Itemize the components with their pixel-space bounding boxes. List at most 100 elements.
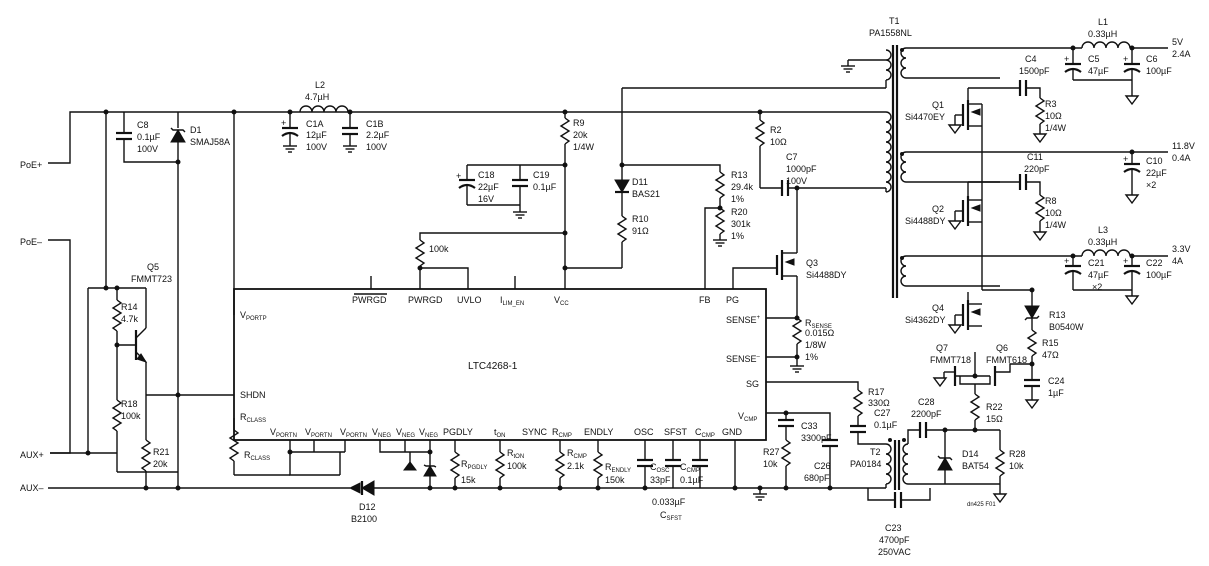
svg-text:+: + — [1064, 256, 1069, 266]
c33-label: C33 — [801, 421, 818, 431]
rclass-label: RCLASS — [244, 450, 270, 462]
input-poe-minus: PoE– — [20, 237, 42, 247]
svg-text:47µF: 47µF — [1088, 66, 1109, 76]
pin-sync: SYNC — [522, 427, 548, 437]
c21-label: C21 — [1088, 258, 1105, 268]
svg-text:250VAC: 250VAC — [878, 547, 911, 557]
svg-text:1%: 1% — [731, 231, 744, 241]
r100k-label: 100k — [429, 244, 449, 254]
c7-label: C7 — [786, 152, 798, 162]
pin-fb: FB — [699, 295, 711, 305]
pin-ton: tON — [494, 427, 506, 439]
svg-text:0.1µF: 0.1µF — [137, 132, 161, 142]
l3-label: L3 — [1098, 225, 1108, 235]
rsense-label: RSENSE — [805, 318, 832, 330]
c1a-label: C1A — [306, 119, 324, 129]
svg-text:1/8W: 1/8W — [805, 340, 827, 350]
svg-text:29.4k: 29.4k — [731, 182, 754, 192]
svg-text:47µF: 47µF — [1088, 270, 1109, 280]
r2-label: R2 — [770, 125, 782, 135]
q2-label: Q2 — [932, 204, 944, 214]
svg-text:47Ω: 47Ω — [1042, 350, 1059, 360]
svg-text:2.1k: 2.1k — [567, 461, 585, 471]
svg-text:330Ω: 330Ω — [868, 398, 890, 408]
svg-text:100k: 100k — [507, 461, 527, 471]
c23-label: C23 — [885, 523, 902, 533]
ccmp-label: CCMP — [680, 462, 700, 474]
r27-label: R27 — [763, 447, 780, 457]
c4-label: C4 — [1025, 54, 1037, 64]
svg-text:0.4A: 0.4A — [1172, 153, 1191, 163]
r10-label: R10 — [632, 214, 649, 224]
svg-text:B0540W: B0540W — [1049, 322, 1084, 332]
pin-shdn: SHDN — [240, 390, 266, 400]
output-11v8: 11.8V — [1172, 141, 1195, 151]
rendly-label: RENDLY — [605, 462, 631, 474]
svg-text:+: + — [1064, 54, 1069, 64]
pin-endly: ENDLY — [584, 427, 613, 437]
svg-text:FMMT718: FMMT718 — [930, 355, 971, 365]
svg-text:10Ω: 10Ω — [1045, 111, 1062, 121]
svg-text:10Ω: 10Ω — [770, 137, 787, 147]
svg-text:+: + — [281, 118, 286, 128]
svg-text:100µF: 100µF — [1146, 66, 1172, 76]
svg-text:33pF: 33pF — [650, 475, 671, 485]
r13a-label: R13 — [731, 170, 748, 180]
svg-text:4A: 4A — [1172, 256, 1183, 266]
q3-label: Q3 — [806, 258, 818, 268]
r9-label: R9 — [573, 118, 585, 128]
svg-text:16V: 16V — [478, 194, 494, 204]
c8-label: C8 — [137, 120, 149, 130]
r17-label: R17 — [868, 387, 885, 397]
svg-text:Si4488DY: Si4488DY — [806, 270, 847, 280]
c28-label: C28 — [918, 397, 935, 407]
svg-text:150k: 150k — [605, 475, 625, 485]
svg-text:100V: 100V — [137, 144, 158, 154]
svg-text:20k: 20k — [153, 459, 168, 469]
pin-vportn-3: VPORTN — [340, 427, 367, 439]
c24-label: C24 — [1048, 376, 1065, 386]
q4-label: Q4 — [932, 303, 944, 313]
svg-text:4700pF: 4700pF — [879, 535, 910, 545]
pin-ccmp: CCMP — [695, 427, 715, 439]
r22-label: R22 — [986, 402, 1003, 412]
pin-pg: PG — [726, 295, 739, 305]
output-5v: 5V — [1172, 37, 1183, 47]
cosc-label: COSC — [650, 462, 670, 474]
svg-text:0.33µH: 0.33µH — [1088, 29, 1117, 39]
svg-text:100V: 100V — [786, 176, 807, 186]
r13b-label: R13 — [1049, 310, 1066, 320]
svg-text:100µF: 100µF — [1146, 270, 1172, 280]
svg-text:PA1558NL: PA1558NL — [869, 28, 912, 38]
svg-text:0.1µF: 0.1µF — [680, 475, 704, 485]
chip-name: LTC4268-1 — [468, 361, 518, 372]
svg-text:10k: 10k — [763, 459, 778, 469]
svg-text:4.7k: 4.7k — [121, 314, 139, 324]
r3-label: R3 — [1045, 99, 1057, 109]
d12-label: D12 — [359, 502, 376, 512]
svg-text:301k: 301k — [731, 219, 751, 229]
pin-sense-p: SENSE+ — [726, 315, 761, 325]
input-poe-plus: PoE+ — [20, 160, 42, 170]
pin-pgdly: PGDLY — [443, 427, 473, 437]
svg-text:100V: 100V — [366, 142, 387, 152]
pin-ilim-en: ILIM_EN — [500, 295, 524, 307]
svg-text:22µF: 22µF — [478, 182, 499, 192]
pin-rcmp: RCMP — [552, 427, 572, 439]
svg-text:PA0184: PA0184 — [850, 459, 881, 469]
svg-text:×2: ×2 — [1092, 282, 1102, 292]
c5-label: C5 — [1088, 54, 1100, 64]
svg-text:4.7µH: 4.7µH — [305, 92, 329, 102]
svg-text:+: + — [1123, 54, 1128, 64]
pin-pwrgd-bar: PWRGD — [352, 295, 387, 305]
svg-text:Si4470EY: Si4470EY — [905, 112, 945, 122]
svg-text:2.2µF: 2.2µF — [366, 130, 390, 140]
r20-label: R20 — [731, 207, 748, 217]
pin-vcc: VCC — [554, 295, 569, 307]
svg-text:91Ω: 91Ω — [632, 226, 649, 236]
svg-text:1500pF: 1500pF — [1019, 66, 1050, 76]
c6-label: C6 — [1146, 54, 1158, 64]
pin-vportn-2: VPORTN — [305, 427, 332, 439]
svg-text:B2100: B2100 — [351, 514, 377, 524]
svg-text:1%: 1% — [805, 352, 818, 362]
